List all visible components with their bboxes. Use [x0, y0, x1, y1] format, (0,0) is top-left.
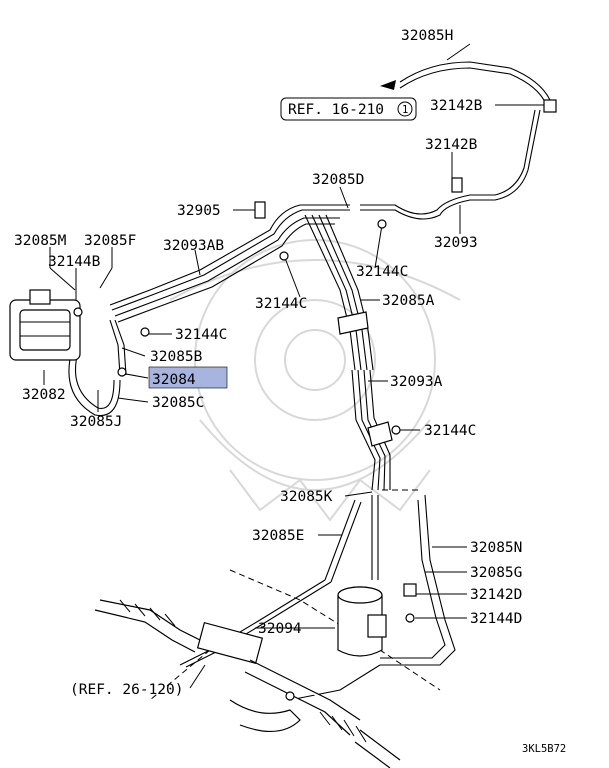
- label-32085A[interactable]: 32085A: [382, 293, 435, 309]
- label-32094[interactable]: 32094: [258, 621, 302, 637]
- clamp-32144C-4: [391, 425, 401, 435]
- label-32085G[interactable]: 32085G: [470, 565, 522, 581]
- label-32144D[interactable]: 32144D: [470, 611, 522, 627]
- label-32144B[interactable]: 32144B: [48, 254, 101, 270]
- ref-16-210-box[interactable]: [280, 97, 417, 121]
- label-32085K[interactable]: 32085K: [280, 489, 333, 505]
- label-32144C-2[interactable]: 32144C: [255, 296, 307, 312]
- ref-16-210-label[interactable]: REF. 16-210: [288, 102, 384, 118]
- steering-rack: [94, 599, 401, 768]
- leader-lines: [43, 43, 545, 689]
- parts: [9, 99, 557, 768]
- label-32085J[interactable]: 32085J: [70, 414, 122, 430]
- label-32093AB[interactable]: 32093AB: [163, 238, 224, 254]
- label-32905[interactable]: 32905: [177, 203, 221, 219]
- pump-32082: [9, 289, 81, 361]
- labels: 32085H 32142B REF. 16-210 1 32142B 32085…: [14, 28, 566, 755]
- label-32144C-4[interactable]: 32144C: [424, 423, 476, 439]
- clip-32142D: [403, 583, 417, 597]
- label-32093A[interactable]: 32093A: [390, 374, 443, 390]
- label-32084[interactable]: 32084: [152, 372, 196, 388]
- label-32085F[interactable]: 32085F: [84, 233, 136, 249]
- label-32085M[interactable]: 32085M: [14, 233, 67, 249]
- clamp-32144C-1: [377, 219, 387, 229]
- label-32144C-3[interactable]: 32144C: [175, 327, 227, 343]
- label-32085D[interactable]: 32085D: [312, 172, 364, 188]
- label-32142B-top[interactable]: 32142B: [430, 98, 483, 114]
- label-32142B-mid[interactable]: 32142B: [425, 137, 478, 153]
- clip-32142B-top: [543, 99, 557, 113]
- label-32144C-1[interactable]: 32144C: [356, 264, 408, 280]
- clamp-32144B: [73, 307, 83, 317]
- ref-26-120-label[interactable]: (REF. 26-120): [70, 682, 184, 698]
- diagram-code: 3KL5B72: [522, 743, 566, 755]
- hose-lines: [68, 61, 551, 701]
- ref-16-210-circle-label: 1: [402, 104, 408, 116]
- watermark-emblem: [169, 239, 461, 522]
- label-32085H[interactable]: 32085H: [401, 28, 453, 44]
- reservoir-32094: [337, 586, 387, 657]
- label-32085N[interactable]: 32085N: [470, 540, 522, 556]
- clamp-32144C-3: [140, 327, 150, 337]
- label-32085E[interactable]: 32085E: [252, 528, 304, 544]
- label-32093[interactable]: 32093: [434, 235, 478, 251]
- bolt-32905: [254, 201, 266, 219]
- clamp-32144D: [405, 613, 415, 623]
- clip-32142B-mid: [451, 177, 463, 193]
- clamp-32144C-2: [279, 251, 289, 261]
- ref-16-210-circle: [397, 101, 413, 117]
- label-32085C[interactable]: 32085C: [152, 395, 204, 411]
- label-32142D[interactable]: 32142D: [470, 587, 522, 603]
- highlight-32084: [148, 366, 228, 389]
- fitting-32084: [117, 367, 127, 377]
- label-32082[interactable]: 32082: [22, 387, 66, 403]
- label-32085B[interactable]: 32085B: [150, 349, 203, 365]
